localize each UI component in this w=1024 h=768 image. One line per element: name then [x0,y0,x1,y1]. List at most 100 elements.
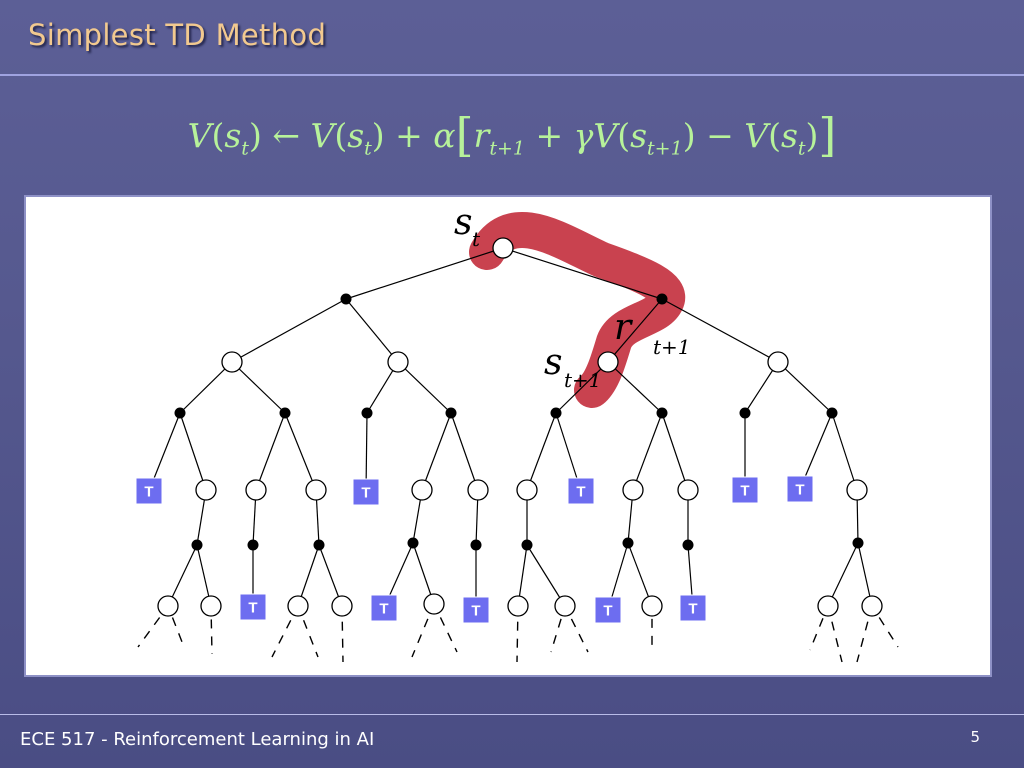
state-node [767,351,789,373]
slide-title: Simplest TD Method [28,18,327,52]
tree-edge [661,298,779,363]
state-node [597,351,619,373]
formula-gamma: γ [573,116,594,155]
terminal-label: T [379,601,388,618]
formula-paren: ) [682,116,696,155]
state-node [287,595,309,617]
state-node [423,593,445,615]
terminal-node [567,477,595,505]
state-node [195,479,217,501]
formula-arrow: ← [272,116,300,155]
action-node [521,539,533,551]
footer-course-title: ECE 517 - Reinforcement Learning in AI [20,729,375,750]
state-node-root [492,237,514,259]
tree-edge [857,542,873,607]
formula-sub: t [364,137,372,160]
tree-edge [632,412,663,491]
formula-v: V [744,116,769,155]
continuation-edge [831,621,843,663]
state-node [331,595,353,617]
state-s-label: s [454,202,472,243]
footer-divider [0,714,1024,715]
formula-sub: t [241,137,249,160]
backup-highlight [469,212,685,408]
formula-s: s [224,116,242,155]
state-node [641,595,663,617]
formula-s: s [347,116,365,155]
next-state-s-subscript: t+1 [564,368,602,392]
tree-edge [831,412,858,491]
action-node [470,539,482,551]
tree-edge [421,412,452,491]
formula-paren: ( [768,116,781,155]
state-node [305,479,327,501]
action-node [852,537,864,549]
tree-edge [526,544,566,607]
tree-edge [345,247,504,300]
state-node [411,479,433,501]
state-node [516,479,538,501]
continuation-edge [171,617,185,648]
action-node [550,407,562,419]
action-node [361,407,373,419]
reward-r-label: r [614,307,633,348]
action-node [656,407,668,419]
formula-minus: − [706,116,734,155]
state-node [221,351,243,373]
tree-edge [179,361,233,414]
tree-edge [255,412,286,491]
formula-bracket: [ [455,108,474,162]
continuation-edge [516,621,519,663]
terminal-node [239,593,267,621]
action-node [313,539,325,551]
action-node [445,407,457,419]
td-update-formula: V(st) ← V(st) + α[rt+1 + γV(st+1) − V(st… [0,108,1024,162]
formula-paren: ( [617,116,631,155]
tree-edge [231,298,347,363]
action-node [656,293,668,305]
tree-edge [607,298,663,363]
terminal-label: T [576,484,585,501]
terminal-label: T [361,485,370,502]
continuation-edge [302,620,319,658]
formula-sub: t [797,137,806,160]
action-node [826,407,838,419]
tree-edge [526,412,557,491]
terminal-label: T [688,601,697,618]
state-node [157,595,179,617]
formula-paren: ) [805,116,819,155]
continuation-edge [570,618,589,653]
reward-r-subscript: t+1 [653,335,691,359]
formula-paren: ) [371,116,385,155]
formula-v: V [593,116,618,155]
terminal-node [594,596,622,624]
state-node [507,595,529,617]
terminal-node [352,478,380,506]
continuation-edge [341,621,344,663]
formula-r: r [473,116,490,155]
state-node [861,595,883,617]
terminal-node [731,476,759,504]
action-node [279,407,291,419]
terminal-node [370,594,398,622]
continuation-edge [809,618,824,651]
terminal-label: T [795,482,804,499]
continuation-edge [137,617,161,648]
terminal-label: T [144,484,153,501]
action-node [340,293,352,305]
tree-edge [284,412,317,491]
action-node [407,537,419,549]
tree-edge [627,542,653,607]
action-node [622,537,634,549]
tree-edge [318,544,343,607]
formula-plus: + [395,116,423,155]
terminal-label: T [740,483,749,500]
action-node [739,407,751,419]
action-node [191,539,203,551]
continuation-edge [271,619,292,658]
formula-paren: ) [248,116,262,155]
state-node [677,479,699,501]
state-node [245,479,267,501]
